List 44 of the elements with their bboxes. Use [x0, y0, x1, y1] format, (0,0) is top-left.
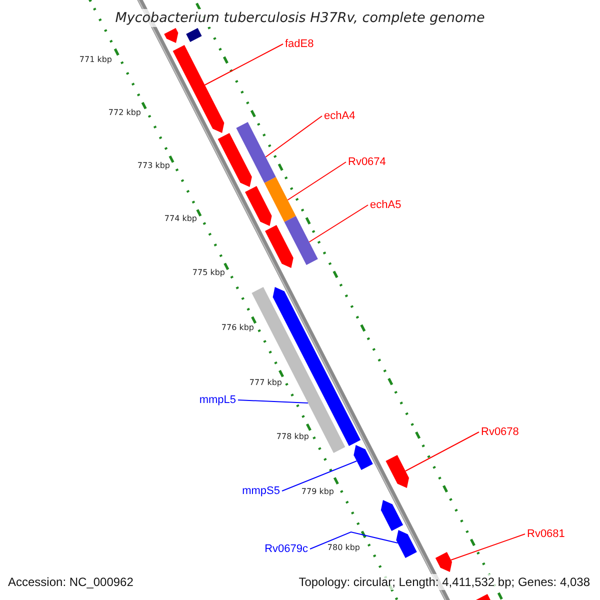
gene-bar [236, 122, 276, 183]
scale-label: 778 kbp [276, 432, 309, 442]
gene-feature [245, 186, 272, 226]
gene-feature [354, 445, 373, 470]
gene-label: echA5 [370, 199, 402, 211]
gene-feature [218, 133, 252, 187]
leader-line [204, 44, 284, 86]
scale-label: 773 kbp [137, 161, 170, 171]
gene-bar [252, 287, 346, 453]
scale-label: 775 kbp [192, 268, 225, 278]
leader-line [308, 204, 368, 242]
leader-line [287, 162, 346, 200]
genome-info-text: Topology: circular; Length: 4,411,532 bp; Genes: 4,038 [296, 574, 592, 590]
scale-label: 776 kbp [221, 323, 254, 333]
leader-line [282, 460, 358, 492]
leader-line [450, 534, 526, 560]
gene-label: Rv0674 [348, 156, 386, 168]
gene-feature [164, 28, 178, 43]
gene-feature [172, 45, 224, 133]
gene-bar [284, 216, 318, 265]
leader-line [265, 116, 322, 158]
leader-line [238, 400, 308, 404]
gene-label: echA4 [324, 110, 356, 122]
gene-label: Rv0678 [481, 426, 519, 438]
scale-label: 771 kbp [79, 55, 112, 65]
accession-text: Accession: NC_000962 [6, 574, 136, 590]
gene-label: Rv0679c [264, 543, 308, 555]
gene-feature [386, 455, 409, 488]
gene-feature [396, 530, 417, 558]
scale-label: 777 kbp [249, 378, 282, 388]
gene-bar [264, 177, 296, 222]
gene-feature [265, 225, 294, 268]
gene-label: mmpL5 [199, 394, 236, 406]
scale-label: 780 kbp [327, 543, 360, 553]
leader-line [310, 531, 398, 550]
gene-feature [435, 552, 452, 572]
leader-line [405, 432, 480, 472]
gene-label: fadE8 [285, 38, 314, 50]
gene-label: mmpS5 [242, 485, 280, 497]
scale-label: 772 kbp [108, 108, 141, 118]
gene-feature [380, 500, 404, 531]
gene-label: Rv0681 [527, 528, 565, 540]
scale-label: 774 kbp [164, 214, 197, 224]
scale-label: 779 kbp [301, 487, 334, 497]
